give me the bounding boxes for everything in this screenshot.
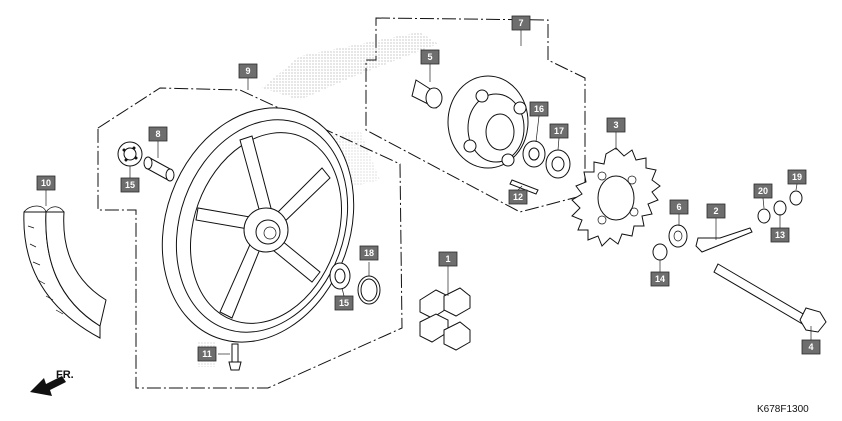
svg-text:12: 12 bbox=[513, 192, 523, 202]
callout-19[interactable]: 19 bbox=[787, 169, 807, 185]
svg-text:13: 13 bbox=[775, 230, 785, 240]
callouts: 1 2 3 4 5 6 7 8 9 10 11 12 13 14 15 15 1… bbox=[36, 15, 821, 362]
svg-text:15: 15 bbox=[339, 298, 349, 308]
drawing-code: K678F1300 bbox=[757, 404, 809, 415]
flange-collar bbox=[411, 79, 443, 109]
wheel-damper-rubbers bbox=[419, 287, 471, 351]
callout-17[interactable]: 17 bbox=[549, 123, 569, 139]
svg-text:18: 18 bbox=[364, 248, 374, 258]
callout-8[interactable]: 8 bbox=[148, 126, 168, 142]
washer-20 bbox=[757, 208, 771, 224]
svg-text:9: 9 bbox=[245, 66, 250, 76]
nut-13 bbox=[773, 200, 787, 216]
svg-text:8: 8 bbox=[155, 129, 160, 139]
flange-oil-seal bbox=[545, 149, 571, 179]
leader-lines bbox=[45, 30, 812, 355]
callout-16[interactable]: 16 bbox=[529, 101, 549, 117]
callout-15-right[interactable]: 15 bbox=[334, 295, 354, 311]
sprocket-nut bbox=[652, 243, 668, 261]
svg-text:20: 20 bbox=[758, 186, 768, 196]
callout-6[interactable]: 6 bbox=[669, 199, 689, 215]
callout-7[interactable]: 7 bbox=[511, 15, 531, 31]
callout-5[interactable]: 5 bbox=[420, 49, 440, 65]
callout-9[interactable]: 9 bbox=[238, 63, 258, 79]
flange-bearing bbox=[522, 140, 546, 168]
svg-text:6: 6 bbox=[676, 202, 681, 212]
callout-20[interactable]: 20 bbox=[753, 183, 773, 199]
front-marker-label: FR. bbox=[56, 369, 74, 381]
svg-text:19: 19 bbox=[792, 172, 802, 182]
callout-2[interactable]: 2 bbox=[706, 203, 726, 219]
svg-text:4: 4 bbox=[808, 342, 813, 352]
svg-text:14: 14 bbox=[655, 274, 665, 284]
svg-text:17: 17 bbox=[554, 126, 564, 136]
rear-axle bbox=[713, 263, 827, 333]
distance-collar bbox=[143, 156, 175, 182]
callout-10[interactable]: 10 bbox=[36, 175, 56, 191]
callout-15-left[interactable]: 15 bbox=[120, 177, 140, 193]
oil-seal bbox=[357, 275, 381, 305]
collar-6 bbox=[668, 224, 688, 248]
cast-wheel bbox=[161, 107, 355, 343]
svg-text:1: 1 bbox=[445, 254, 450, 264]
svg-text:16: 16 bbox=[534, 104, 544, 114]
callout-11[interactable]: 11 bbox=[197, 346, 217, 362]
left-bearing bbox=[117, 141, 143, 167]
front-direction-arrow: FR. bbox=[30, 369, 74, 396]
svg-text:10: 10 bbox=[41, 178, 51, 188]
callout-3[interactable]: 3 bbox=[606, 117, 626, 133]
callout-4[interactable]: 4 bbox=[801, 339, 821, 355]
callout-1[interactable]: 1 bbox=[438, 251, 458, 267]
callout-12[interactable]: 12 bbox=[508, 189, 528, 205]
svg-text:2: 2 bbox=[713, 206, 718, 216]
svg-text:15: 15 bbox=[125, 180, 135, 190]
svg-text:7: 7 bbox=[518, 18, 523, 28]
svg-text:5: 5 bbox=[427, 52, 432, 62]
final-driven-sprocket bbox=[571, 147, 661, 247]
valve-stem bbox=[228, 343, 242, 371]
right-bearing bbox=[329, 262, 351, 290]
callout-14[interactable]: 14 bbox=[650, 271, 670, 287]
nut-19 bbox=[789, 190, 803, 206]
svg-text:3: 3 bbox=[613, 120, 618, 130]
svg-text:11: 11 bbox=[202, 349, 212, 359]
chain-adjuster bbox=[695, 227, 753, 253]
driven-flange bbox=[447, 75, 529, 169]
sprocket-stud bbox=[509, 179, 539, 195]
tire bbox=[23, 205, 107, 339]
group-outlines bbox=[97, 17, 586, 389]
callout-13[interactable]: 13 bbox=[770, 227, 790, 243]
callout-18[interactable]: 18 bbox=[359, 245, 379, 261]
